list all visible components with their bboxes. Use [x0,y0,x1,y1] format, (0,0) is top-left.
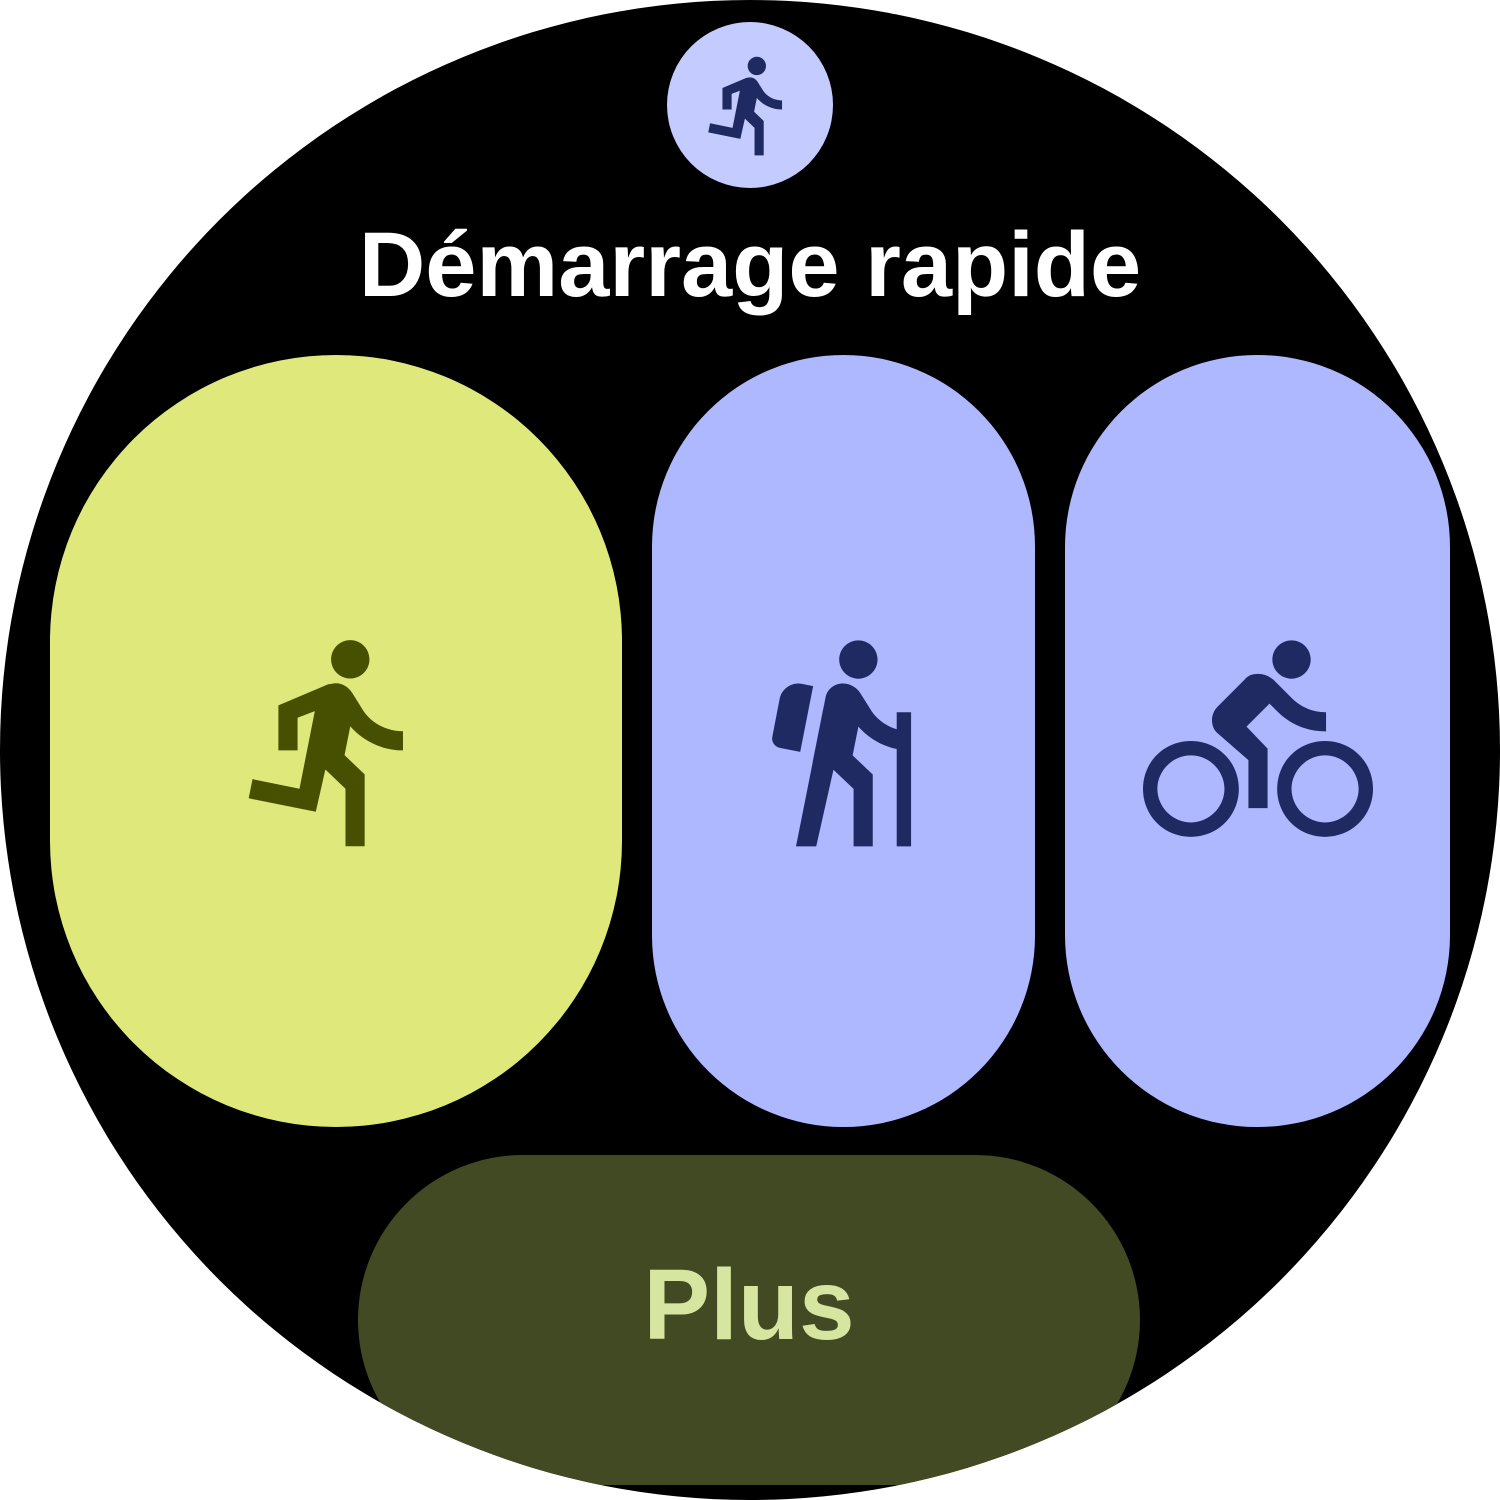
run-button[interactable] [50,355,622,1127]
app-icon [667,22,833,188]
bike-icon [1142,640,1373,837]
page-title: Démarrage rapide [358,214,1142,316]
bike-button[interactable] [1065,355,1450,1127]
hike-button[interactable] [652,355,1035,1127]
run-icon [248,640,403,847]
run-icon [708,56,783,156]
more-button-label: Plus [643,1248,855,1361]
more-button[interactable]: Plus [358,1155,1140,1485]
hiking-icon [771,640,911,847]
